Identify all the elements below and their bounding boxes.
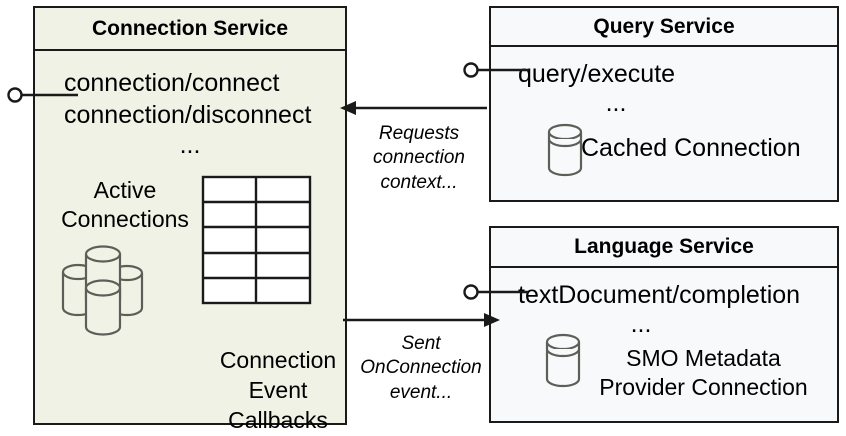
query-service-interface-execute[interactable]: query/execute (518, 60, 676, 88)
connection-event-callbacks-line2: Event (248, 377, 308, 403)
component-language-service[interactable]: Language Service textDocument/completion… (489, 226, 839, 423)
arrow-query-to-connection[interactable] (340, 101, 487, 115)
edge-label-requests-connection-context: Requests connection context... (355, 122, 483, 195)
edge-label-line3: context... (380, 171, 458, 193)
language-service-ellipsis: ... (630, 310, 652, 338)
smo-provider-label-line2: Provider Connection (599, 374, 808, 400)
query-service-ellipsis: ... (605, 89, 627, 117)
edge-label-line2: connection (373, 147, 465, 169)
component-query-service[interactable]: Query Service query/execute ... Cached C… (489, 6, 839, 202)
active-connections-label-line1: Active (93, 177, 157, 203)
active-connections-label-line2: Connections (61, 206, 189, 232)
edge-label-line1: Sent (401, 333, 441, 354)
cached-connection-label: Cached Connection (581, 134, 801, 162)
connection-service-body: connection/connect connection/disconnect… (35, 51, 345, 433)
language-service-body: textDocument/completion ... SMO Metadata… (491, 268, 837, 421)
language-service-interface-completion[interactable]: textDocument/completion (518, 281, 801, 309)
arrow-connection-to-language[interactable] (343, 313, 500, 327)
connection-event-callbacks-line1: Connection (219, 347, 337, 373)
edge-label-sent-onconnection-event: Sent OnConnection event... (352, 332, 490, 405)
component-connection-service[interactable]: Connection Service connection/connect co… (33, 6, 347, 433)
connection-service-interface-disconnect[interactable]: connection/disconnect (64, 101, 312, 129)
edge-label-line3: event... (389, 381, 453, 403)
query-service-title: Query Service (491, 8, 837, 47)
connection-service-interface-connect[interactable]: connection/connect (64, 69, 280, 97)
edge-label-line1: Requests (378, 123, 460, 144)
edge-label-line2: OnConnection (360, 357, 482, 379)
connection-service-title: Connection Service (35, 8, 345, 51)
connection-event-callbacks-line3: Callbacks (228, 407, 328, 433)
smo-provider-label-line1: SMO Metadata (626, 345, 781, 371)
connection-service-ellipsis: ... (179, 131, 201, 159)
language-service-title: Language Service (491, 228, 837, 268)
query-service-body: query/execute ... Cached Connection (491, 47, 837, 200)
